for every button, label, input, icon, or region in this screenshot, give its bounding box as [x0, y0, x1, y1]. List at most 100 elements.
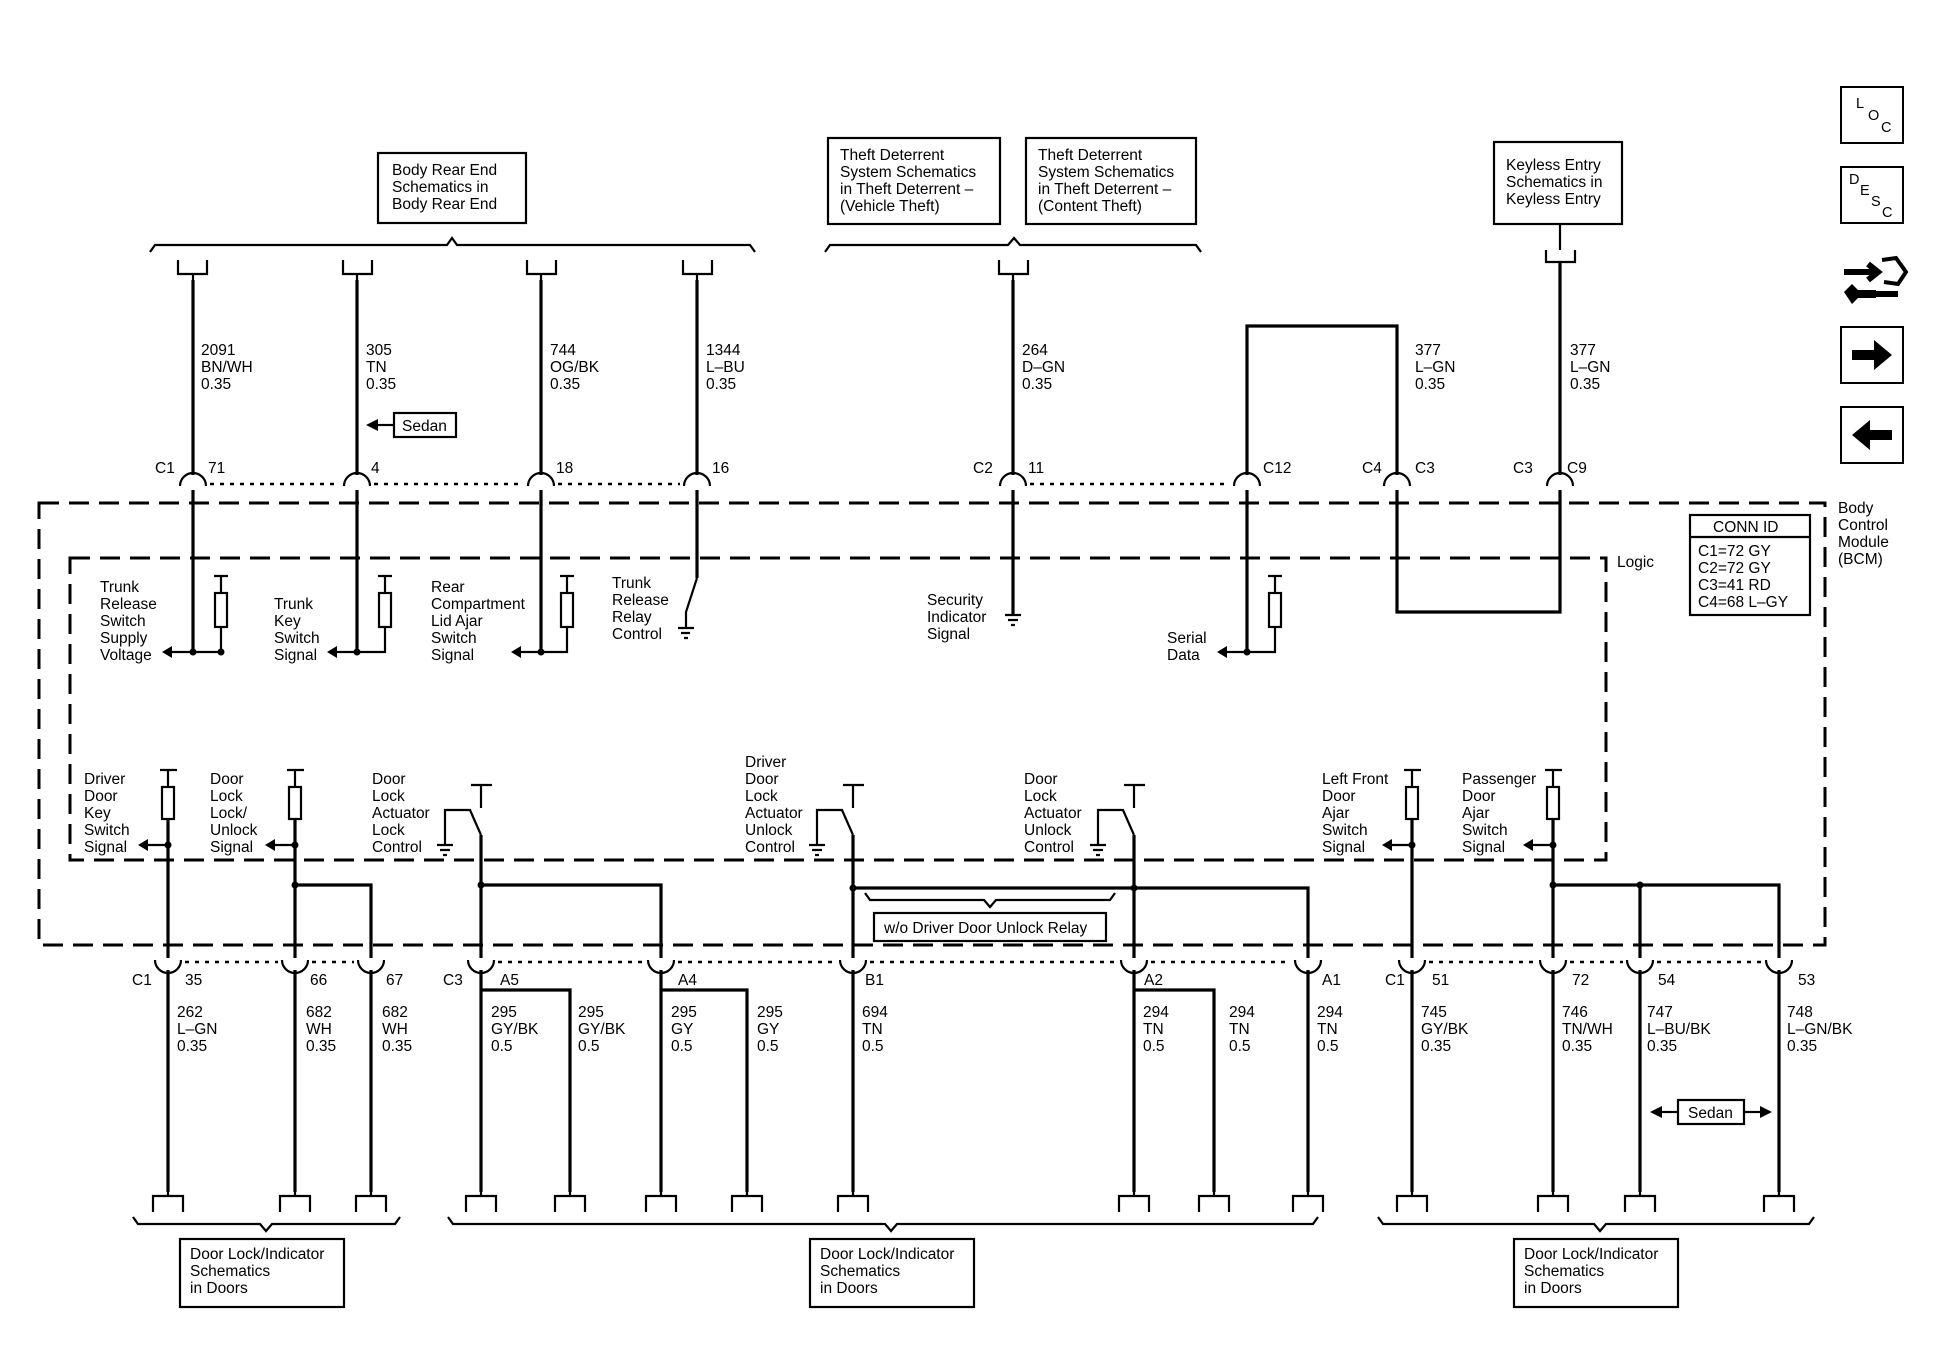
ref-door-lock-right[interactable]: Door Lock/Indicator Schematics in Doors	[1512, 1237, 1680, 1309]
desc-button[interactable]: D E S C	[1840, 166, 1904, 224]
svg-text:Ajar: Ajar	[1462, 805, 1490, 822]
top-wires	[191, 262, 1562, 475]
svg-text:C12: C12	[1263, 460, 1291, 477]
svg-text:Schematics in: Schematics in	[1506, 174, 1602, 191]
svg-text:294: 294	[1317, 1004, 1343, 1021]
svg-text:in Doors: in Doors	[190, 1280, 248, 1297]
svg-text:C9: C9	[1567, 460, 1587, 477]
svg-text:Actuator: Actuator	[372, 805, 430, 822]
conn-id-box: CONN ID C1=72 GY C2=72 GY C3=41 RD C4=68…	[1688, 513, 1812, 617]
svg-text:Rear: Rear	[431, 579, 465, 596]
svg-text:BN/WH: BN/WH	[201, 359, 253, 376]
svg-text:Lock: Lock	[745, 788, 778, 805]
svg-text:(Content Theft): (Content Theft)	[1038, 198, 1142, 215]
svg-text:Control: Control	[372, 839, 422, 856]
svg-text:Door: Door	[210, 771, 244, 788]
svg-text:Schematics: Schematics	[820, 1263, 900, 1280]
svg-text:GY/BK: GY/BK	[491, 1021, 539, 1038]
svg-text:66: 66	[310, 972, 327, 989]
svg-text:Door: Door	[372, 771, 406, 788]
svg-text:TN: TN	[1317, 1021, 1338, 1038]
svg-text:Control: Control	[612, 626, 662, 643]
svg-text:Voltage: Voltage	[100, 647, 152, 664]
svg-text:0.5: 0.5	[578, 1038, 600, 1055]
svg-text:in Theft Deterrent –: in Theft Deterrent –	[1038, 181, 1172, 198]
svg-text:CONN ID: CONN ID	[1713, 519, 1778, 536]
svg-text:Unlock: Unlock	[745, 822, 793, 839]
svg-text:in Theft Deterrent –: in Theft Deterrent –	[840, 181, 974, 198]
svg-text:C3: C3	[1513, 460, 1533, 477]
svg-text:C2: C2	[973, 460, 993, 477]
logic-label: Logic	[1617, 554, 1654, 571]
svg-text:TN: TN	[862, 1021, 883, 1038]
svg-text:E: E	[1860, 183, 1870, 199]
svg-text:0.35: 0.35	[201, 376, 231, 393]
logic-outline	[68, 556, 1608, 862]
svg-text:L–GN: L–GN	[1570, 359, 1611, 376]
connector-wrench-icon	[1844, 255, 1909, 304]
svg-text:35: 35	[185, 972, 202, 989]
svg-text:Relay: Relay	[612, 609, 652, 626]
loc-icon: L O C	[1856, 96, 1891, 136]
loc-button[interactable]: L O C	[1840, 86, 1904, 144]
svg-text:Ajar: Ajar	[1322, 805, 1350, 822]
svg-text:4: 4	[371, 460, 380, 477]
svg-text:C3=41 RD: C3=41 RD	[1698, 577, 1771, 594]
ref-keyless-entry[interactable]: Keyless Entry Schematics in Keyless Entr…	[1492, 140, 1624, 226]
svg-text:295: 295	[671, 1004, 697, 1021]
svg-text:GY/BK: GY/BK	[1421, 1021, 1469, 1038]
svg-text:Supply: Supply	[100, 630, 148, 647]
svg-text:16: 16	[712, 460, 729, 477]
internal-loop	[1395, 490, 1562, 614]
svg-text:53: 53	[1798, 972, 1815, 989]
svg-text:Indicator: Indicator	[927, 609, 986, 626]
top-wire-labels: 2091 BN/WH 0.35 305 TN 0.35 744 OG/BK 0.…	[201, 342, 1611, 393]
svg-text:71: 71	[208, 460, 225, 477]
ref-theft-content[interactable]: Theft Deterrent System Schematics in The…	[1024, 136, 1198, 226]
lower-signal-labels: Driver Door Key Switch Signal Door Lock …	[84, 754, 1536, 856]
svg-text:Lock: Lock	[372, 788, 405, 805]
svg-text:0.35: 0.35	[1562, 1038, 1592, 1055]
next-button[interactable]	[1840, 326, 1904, 384]
svg-text:Control: Control	[745, 839, 795, 856]
ref-door-lock-center[interactable]: Door Lock/Indicator Schematics in Doors	[808, 1237, 976, 1309]
svg-text:748: 748	[1787, 1004, 1813, 1021]
svg-text:0.5: 0.5	[1229, 1038, 1251, 1055]
svg-text:294: 294	[1229, 1004, 1255, 1021]
svg-text:Keyless Entry: Keyless Entry	[1506, 157, 1601, 174]
svg-text:0.35: 0.35	[706, 376, 736, 393]
svg-text:54: 54	[1658, 972, 1676, 989]
svg-text:C: C	[1882, 205, 1892, 221]
svg-text:L–BU: L–BU	[706, 359, 745, 376]
connector-tool-button[interactable]	[1840, 250, 1909, 312]
ref-theft-vehicle[interactable]: Theft Deterrent System Schematics in The…	[826, 136, 1002, 226]
svg-text:Theft Deterrent: Theft Deterrent	[1038, 147, 1143, 164]
bottom-wires	[166, 970, 1781, 1192]
svg-text:72: 72	[1572, 972, 1589, 989]
svg-text:377: 377	[1570, 342, 1596, 359]
svg-text:Signal: Signal	[927, 626, 970, 643]
svg-text:L–GN/BK: L–GN/BK	[1787, 1021, 1853, 1038]
ref-body-rear-end[interactable]: Body Rear End Schematics in Body Rear En…	[376, 151, 528, 225]
svg-text:TN: TN	[1229, 1021, 1250, 1038]
svg-text:Signal: Signal	[210, 839, 253, 856]
previous-button[interactable]	[1840, 406, 1904, 464]
svg-text:694: 694	[862, 1004, 888, 1021]
svg-text:0.5: 0.5	[671, 1038, 693, 1055]
svg-text:C1: C1	[132, 972, 152, 989]
svg-text:Passenger: Passenger	[1462, 771, 1536, 788]
svg-text:2091: 2091	[201, 342, 235, 359]
svg-text:Sedan: Sedan	[402, 418, 447, 435]
svg-text:Unlock: Unlock	[210, 822, 258, 839]
svg-text:0.35: 0.35	[306, 1038, 336, 1055]
svg-text:1344: 1344	[706, 342, 741, 359]
svg-text:Release: Release	[100, 596, 157, 613]
ref-door-lock-left[interactable]: Door Lock/Indicator Schematics in Doors	[178, 1237, 346, 1309]
top-terminals	[176, 225, 1577, 282]
svg-text:Switch: Switch	[274, 630, 320, 647]
svg-text:18: 18	[556, 460, 573, 477]
top-pin-labels: C1 71 4 18 16 C2 11 C12 C4 C3 C3 C9	[155, 460, 1587, 477]
svg-text:in Doors: in Doors	[1524, 1280, 1582, 1297]
svg-text:Unlock: Unlock	[1024, 822, 1072, 839]
